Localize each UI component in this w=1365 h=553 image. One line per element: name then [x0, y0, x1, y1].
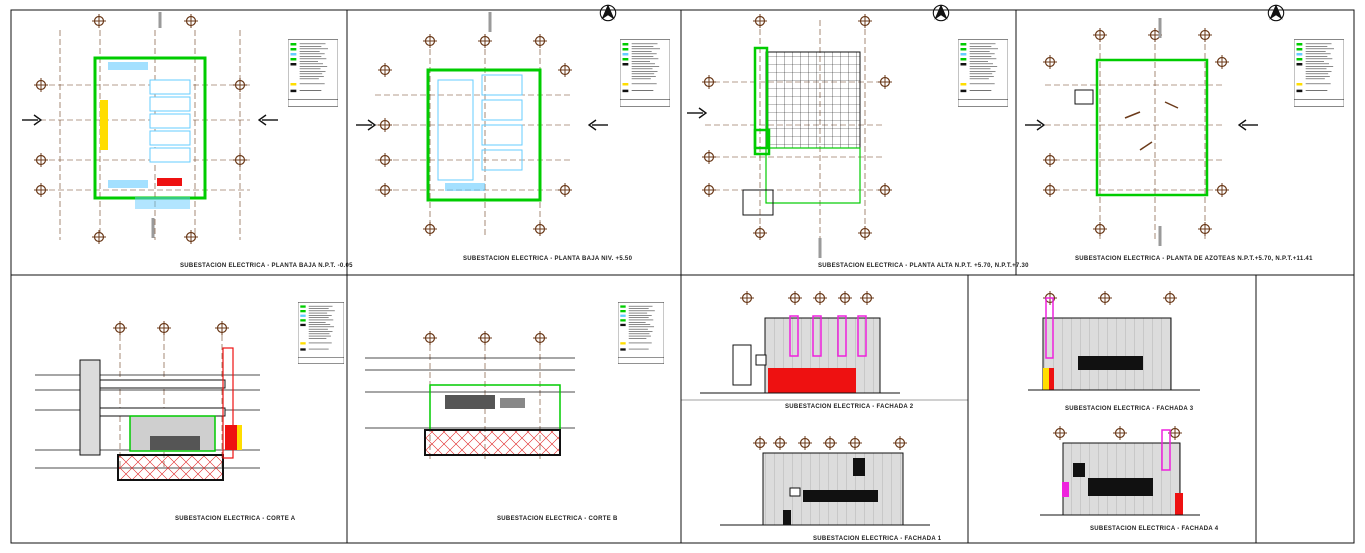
axis-bubble-icon [34, 183, 48, 197]
axis-bubble-icon [378, 63, 392, 77]
axis-bubble-icon [702, 183, 716, 197]
section-arrow-icon [1238, 119, 1258, 131]
axis-bubble-icon [423, 331, 437, 345]
north-arrow-icon [932, 3, 950, 22]
north-arrow-icon [599, 3, 617, 22]
caption-plan-ground: SUBESTACION ELECTRICA - PLANTA BAJA N.P.… [180, 263, 353, 269]
panel-plan-ground: SUBESTACION ELECTRICA - PLANTA BAJA N.P.… [22, 12, 353, 269]
caption-section-a: SUBESTACION ELECTRICA - CORTE A [175, 516, 296, 522]
axis-bubble-icon [1215, 55, 1229, 69]
section-arrow-icon [687, 107, 707, 119]
section-arrow-icon [1025, 119, 1045, 131]
axis-bubble-icon [92, 14, 106, 28]
axis-bubble-icon [788, 291, 802, 305]
axis-bubble-icon [823, 436, 837, 450]
legend-table [288, 39, 338, 107]
axis-bubble-icon [215, 321, 229, 335]
axis-bubble-icon [1163, 291, 1177, 305]
axis-bubble-icon [184, 14, 198, 28]
sheet-frame [10, 9, 1355, 544]
legend-table [1294, 39, 1344, 107]
axis-bubble-icon [184, 230, 198, 244]
axis-bubble-icon [893, 436, 907, 450]
axis-bubble-icon [1093, 222, 1107, 236]
axis-bubble-icon [753, 436, 767, 450]
axis-bubble-icon [533, 331, 547, 345]
axis-bubble-icon [423, 222, 437, 236]
legend-table [620, 39, 670, 107]
axis-bubble-icon [753, 226, 767, 240]
caption-facade-2: SUBESTACION ELECTRICA - FACHADA 2 [785, 404, 914, 410]
axis-bubble-icon [798, 436, 812, 450]
axis-bubble-icon [478, 331, 492, 345]
axis-bubble-icon [558, 183, 572, 197]
axis-bubble-icon [558, 63, 572, 77]
axis-bubble-icon [702, 75, 716, 89]
panel-section-b: SUBESTACION ELECTRICA - CORTE B [365, 301, 664, 522]
axis-bubble-icon [813, 291, 827, 305]
axis-bubble-icon [753, 14, 767, 28]
axis-bubble-icon [113, 321, 127, 335]
axis-bubble-icon [1043, 183, 1057, 197]
panel-facade-3: SUBESTACION ELECTRICA - FACHADA 3 [1028, 291, 1200, 412]
axis-bubble-icon [233, 153, 247, 167]
panel-plan-ground-upper: SUBESTACION ELECTRICA - PLANTA BAJA NIV.… [356, 3, 670, 262]
axis-bubble-icon [858, 14, 872, 28]
legend-table [618, 301, 664, 365]
axis-bubble-icon [378, 153, 392, 167]
north-arrow-icon [1267, 3, 1285, 22]
panel-plan-upper: SUBESTACION ELECTRICA - PLANTA ALTA N.P.… [687, 3, 1029, 269]
axis-bubble-icon [533, 34, 547, 48]
axis-bubble-icon [878, 183, 892, 197]
axis-bubble-icon [702, 150, 716, 164]
axis-bubble-icon [1215, 183, 1229, 197]
axis-bubble-icon [34, 153, 48, 167]
axis-bubble-icon [157, 321, 171, 335]
axis-bubble-icon [773, 436, 787, 450]
axis-bubble-icon [34, 78, 48, 92]
panel-plan-roof: SUBESTACION ELECTRICA - PLANTA DE AZOTEA… [1025, 3, 1344, 262]
caption-facade-3: SUBESTACION ELECTRICA - FACHADA 3 [1065, 406, 1194, 412]
section-arrow-icon [356, 119, 376, 131]
axis-bubble-icon [92, 230, 106, 244]
caption-section-b: SUBESTACION ELECTRICA - CORTE B [497, 516, 618, 522]
axis-bubble-icon [378, 118, 392, 132]
axis-bubble-icon [858, 226, 872, 240]
axis-bubble-icon [233, 78, 247, 92]
axis-bubble-icon [423, 34, 437, 48]
axis-bubble-icon [378, 183, 392, 197]
axis-bubble-icon [878, 75, 892, 89]
axis-bubble-icon [1053, 426, 1067, 440]
section-arrow-icon [588, 119, 608, 131]
legend-table [298, 301, 344, 365]
caption-plan-upper: SUBESTACION ELECTRICA - PLANTA ALTA N.P.… [818, 263, 1029, 269]
axis-bubble-icon [1043, 55, 1057, 69]
panel-facade-2: SUBESTACION ELECTRICA - FACHADA 2 [700, 291, 914, 410]
axis-bubble-icon [848, 436, 862, 450]
caption-facade-4: SUBESTACION ELECTRICA - FACHADA 4 [1090, 526, 1219, 532]
axis-bubble-icon [740, 291, 754, 305]
section-arrow-icon [22, 114, 42, 126]
panel-facade-4: SUBESTACION ELECTRICA - FACHADA 4 [1040, 426, 1219, 532]
caption-plan-roof: SUBESTACION ELECTRICA - PLANTA DE AZOTEA… [1075, 256, 1313, 262]
axis-bubble-icon [860, 291, 874, 305]
caption-plan-ground-upper: SUBESTACION ELECTRICA - PLANTA BAJA NIV.… [463, 256, 633, 262]
panel-facade-1: SUBESTACION ELECTRICA - FACHADA 1 [720, 436, 942, 542]
section-arrow-icon [258, 114, 278, 126]
caption-facade-1: SUBESTACION ELECTRICA - FACHADA 1 [813, 536, 942, 542]
axis-bubble-icon [533, 222, 547, 236]
axis-bubble-icon [1098, 291, 1112, 305]
axis-bubble-icon [1093, 28, 1107, 42]
axis-bubble-icon [1113, 426, 1127, 440]
legend-table [958, 39, 1008, 107]
axis-bubble-icon [838, 291, 852, 305]
panel-section-a: SUBESTACION ELECTRICA - CORTE A [35, 301, 344, 522]
axis-bubble-icon [1198, 28, 1212, 42]
axis-bubble-icon [478, 34, 492, 48]
axis-bubble-icon [1043, 153, 1057, 167]
axis-bubble-icon [1198, 222, 1212, 236]
